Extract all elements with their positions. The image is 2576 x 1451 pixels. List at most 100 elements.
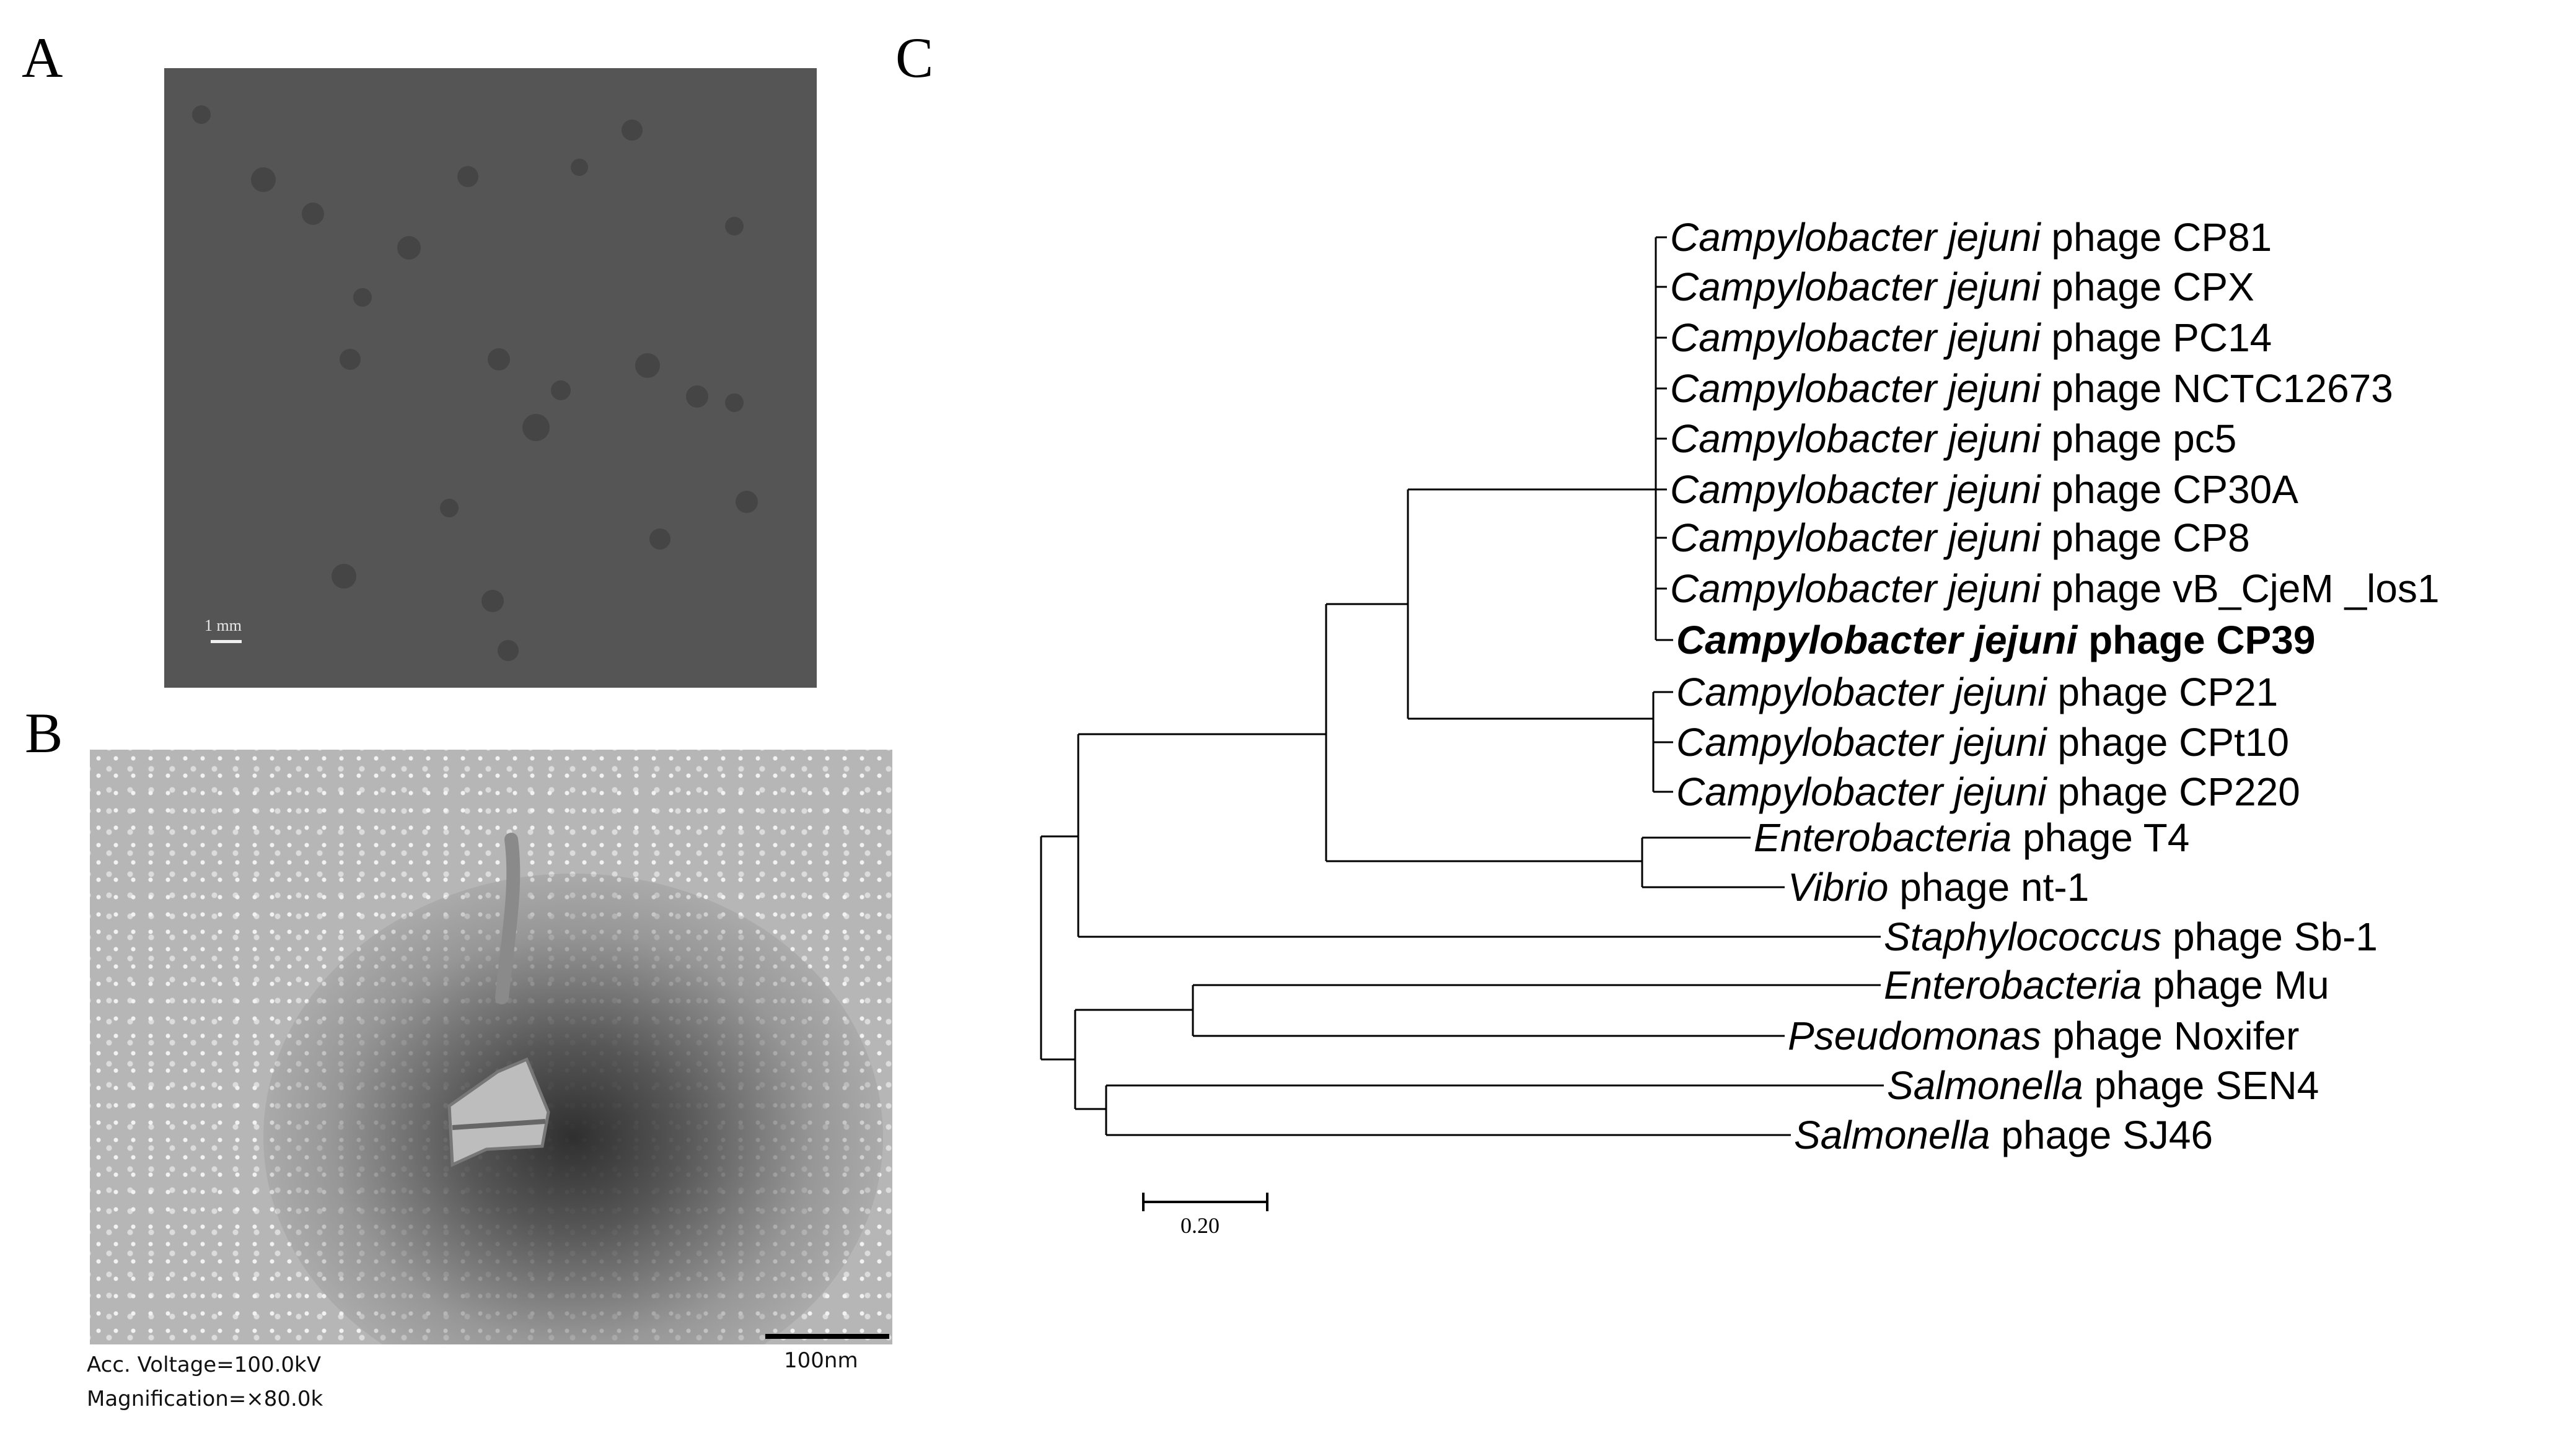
leaf-genus: Pseudomonas [1788, 1014, 2041, 1058]
leaf-genus: Campylobacter jejuni [1676, 769, 2047, 814]
leaf-label: Pseudomonas phage Noxifer [1788, 1014, 2299, 1058]
plaque [353, 288, 372, 307]
tem-micrograph [90, 750, 892, 1344]
phage-particle [447, 833, 550, 1167]
leaf-strain: phage PC14 [2041, 315, 2272, 360]
phage-tail [495, 833, 521, 1004]
leaf-strain: phage Mu [2142, 963, 2329, 1007]
leaf-strain: phage CPt10 [2047, 720, 2289, 765]
distance-scale-label: 0.20 [1180, 1213, 1220, 1238]
leaf-genus: Staphylococcus [1884, 914, 2161, 959]
leaf-label: Campylobacter jejuni phage CP8 [1670, 515, 2250, 560]
leaf-genus: Salmonella [1794, 1113, 1990, 1157]
leaf-genus: Campylobacter jejuni [1670, 215, 2041, 260]
plaque [481, 590, 504, 612]
leaf-genus: Campylobacter jejuni [1670, 265, 2041, 309]
plaque [736, 491, 758, 513]
leaf-label: Campylobacter jejuni phage PC14 [1670, 315, 2272, 360]
plaque [340, 349, 361, 370]
leaf-label: Salmonella phage SEN4 [1887, 1063, 2319, 1108]
leaf-label: Campylobacter jejuni phage CPt10 [1676, 720, 2289, 765]
leaf-strain: phage CP30A [2041, 467, 2299, 512]
plaque [302, 203, 324, 225]
leaf-label: Enterobacteria phage T4 [1754, 815, 2189, 860]
plaque [397, 236, 421, 260]
leaf-strain: phage nt-1 [1888, 865, 2089, 910]
leaf-strain: phage Noxifer [2041, 1014, 2299, 1058]
tem-scale-bar [765, 1334, 889, 1339]
leaf-strain: phage CP39 [2077, 618, 2315, 662]
leaf-label: Campylobacter jejuni phage CP39 [1676, 618, 2315, 662]
tem-scale-label: 100nm [784, 1348, 858, 1373]
leaf-label: Campylobacter jejuni phage vB_CjeM _los1 [1670, 566, 2440, 611]
leaf-label: Staphylococcus phage Sb-1 [1884, 914, 2378, 959]
leaf-genus: Enterobacteria [1884, 963, 2142, 1007]
leaf-label: Campylobacter jejuni phage CP21 [1676, 670, 2278, 714]
plaque-photo [164, 68, 817, 688]
leaf-strain: phage CP81 [2041, 215, 2272, 260]
leaf-strain: phage pc5 [2041, 416, 2237, 461]
plaque-scale-label: 1 mm [204, 616, 242, 634]
phage-capsid [447, 1057, 550, 1167]
plaque [251, 167, 276, 192]
leaf-genus: Salmonella [1887, 1063, 2083, 1108]
plaque [551, 380, 571, 400]
leaf-genus: Campylobacter jejuni [1670, 416, 2041, 461]
tree-leaves: Campylobacter jejuni phage CP81Campyloba… [1670, 215, 2440, 1157]
capsid-band [452, 1119, 546, 1130]
leaf-strain: phage vB_CjeM _los1 [2041, 566, 2440, 611]
leaf-strain: phage CP220 [2047, 769, 2300, 814]
panel-a-label: A [22, 26, 63, 89]
leaf-label: Campylobacter jejuni phage CPX [1670, 265, 2254, 309]
magnification-caption: Magnification=×80.0k [87, 1387, 323, 1411]
leaf-strain: phage T4 [2011, 815, 2189, 860]
leaf-genus: Campylobacter jejuni [1676, 618, 2078, 662]
plaque [725, 393, 744, 412]
leaf-genus: Campylobacter jejuni [1670, 515, 2041, 560]
leaf-genus: Vibrio [1788, 865, 1888, 910]
leaf-strain: phage SJ46 [1990, 1113, 2213, 1157]
plaque [192, 105, 211, 124]
plaque [622, 120, 643, 141]
acc-voltage-caption: Acc. Voltage=100.0kV [87, 1352, 321, 1377]
plaque [649, 528, 670, 550]
panel-b-label: B [25, 701, 63, 765]
leaf-label: Campylobacter jejuni phage CP81 [1670, 215, 2272, 260]
leaf-genus: Campylobacter jejuni [1676, 720, 2047, 765]
plaque [725, 217, 744, 235]
distance-scale: 0.20 [1142, 1193, 1268, 1238]
leaf-label: Vibrio phage nt-1 [1788, 865, 2089, 910]
leaf-strain: phage Sb-1 [2161, 914, 2378, 959]
leaf-genus: Campylobacter jejuni [1670, 366, 2041, 411]
leaf-strain: phage NCTC12673 [2041, 366, 2393, 411]
leaf-label: Campylobacter jejuni phage CP30A [1670, 467, 2298, 512]
leaf-genus: Enterobacteria [1754, 815, 2011, 860]
tree-branches [1040, 236, 1884, 1136]
leaf-label: Campylobacter jejuni phage CP220 [1676, 769, 2300, 814]
plaque [457, 166, 478, 187]
leaf-strain: phage SEN4 [2083, 1063, 2319, 1108]
leaf-genus: Campylobacter jejuni [1676, 670, 2047, 714]
leaf-strain: phage CP8 [2041, 515, 2250, 560]
plaque [571, 159, 588, 176]
plaque [488, 348, 510, 370]
leaf-label: Salmonella phage SJ46 [1794, 1113, 2213, 1157]
leaf-genus: Campylobacter jejuni [1670, 467, 2041, 512]
stain-halo [263, 874, 883, 1344]
plaque [440, 499, 459, 517]
leaf-label: Campylobacter jejuni phage pc5 [1670, 416, 2236, 461]
leaf-genus: Campylobacter jejuni [1670, 566, 2041, 611]
leaf-genus: Campylobacter jejuni [1670, 315, 2041, 360]
panel-c-label: C [895, 26, 934, 89]
plaque [522, 414, 550, 441]
leaf-strain: phage CPX [2041, 265, 2254, 309]
plaque-scale-bar [211, 640, 242, 643]
leaf-label: Campylobacter jejuni phage NCTC12673 [1670, 366, 2393, 411]
plaque [498, 640, 519, 661]
plaque [635, 353, 660, 378]
leaf-label: Enterobacteria phage Mu [1884, 963, 2329, 1007]
plaque [686, 385, 708, 408]
leaf-strain: phage CP21 [2047, 670, 2279, 714]
plaque [332, 564, 356, 589]
